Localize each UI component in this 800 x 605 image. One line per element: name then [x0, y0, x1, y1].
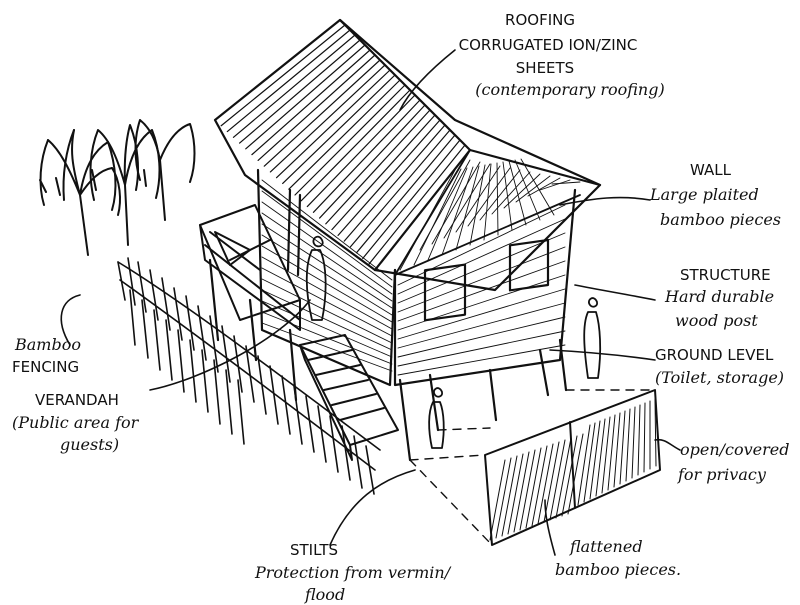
privacy-screen-hatch [489, 398, 657, 541]
wall-line-1: WALL [690, 161, 732, 179]
stilts-line-2: Protection from vermin/ [254, 563, 452, 582]
roofing-line-3: SHEETS [516, 59, 574, 77]
people-figures [305, 235, 602, 449]
roofing-line-4: (contemporary roofing) [475, 80, 664, 99]
ground-line-1: GROUND LEVEL [655, 346, 774, 364]
privacy-line-2: for privacy [677, 465, 767, 484]
fencing-line-1: Bamboo [14, 335, 81, 354]
leader-lines [60, 49, 681, 556]
label-ground-level: GROUND LEVEL (Toilet, storage) [655, 346, 784, 387]
label-bamboo-fencing: Bamboo FENCING [12, 335, 81, 376]
structure-line-1: STRUCTURE [680, 266, 771, 284]
trees-drawing [39, 119, 196, 256]
verandah-line-1: VERANDAH [35, 391, 119, 409]
verandah-line-3: guests) [60, 435, 119, 454]
wall-line-2: Large plaited [649, 185, 759, 204]
wall-line-3: bamboo pieces [660, 210, 781, 229]
stilts-line-1: STILTS [290, 541, 338, 559]
label-structure: STRUCTURE Hard durable wood post [664, 266, 774, 330]
wall-siding [261, 179, 566, 376]
stilts-line-3: flood [304, 585, 345, 604]
gable-crosshatch [399, 158, 581, 271]
flattened-line-1: flattened [569, 537, 643, 556]
privacy-screen-drawing [484, 389, 661, 546]
label-privacy: open/covered for privacy [677, 440, 790, 484]
fencing-line-2: FENCING [12, 358, 79, 376]
label-roofing: ROOFING CORRUGATED ION/ZINC SHEETS (cont… [459, 11, 665, 99]
roof-corrugations [220, 24, 466, 265]
ground-dashes [409, 389, 656, 546]
flattened-line-2: bamboo pieces. [555, 560, 681, 579]
structure-line-3: wood post [675, 311, 758, 330]
label-wall: WALL Large plaited bamboo pieces [649, 161, 781, 229]
label-flattened-bamboo: flattened bamboo pieces. [555, 537, 681, 579]
stairs-drawing [299, 334, 399, 461]
label-verandah: VERANDAH (Public area for guests) [12, 391, 140, 454]
roofing-line-1: ROOFING [505, 11, 575, 29]
privacy-line-1: open/covered [680, 440, 790, 459]
verandah-drawing [199, 204, 301, 331]
ground-line-2: (Toilet, storage) [655, 368, 784, 387]
structure-line-2: Hard durable [664, 287, 774, 306]
verandah-line-2: (Public area for [12, 413, 140, 432]
roofing-line-2: CORRUGATED ION/ZINC [459, 36, 638, 54]
label-stilts: STILTS Protection from vermin/ flood [254, 541, 452, 604]
